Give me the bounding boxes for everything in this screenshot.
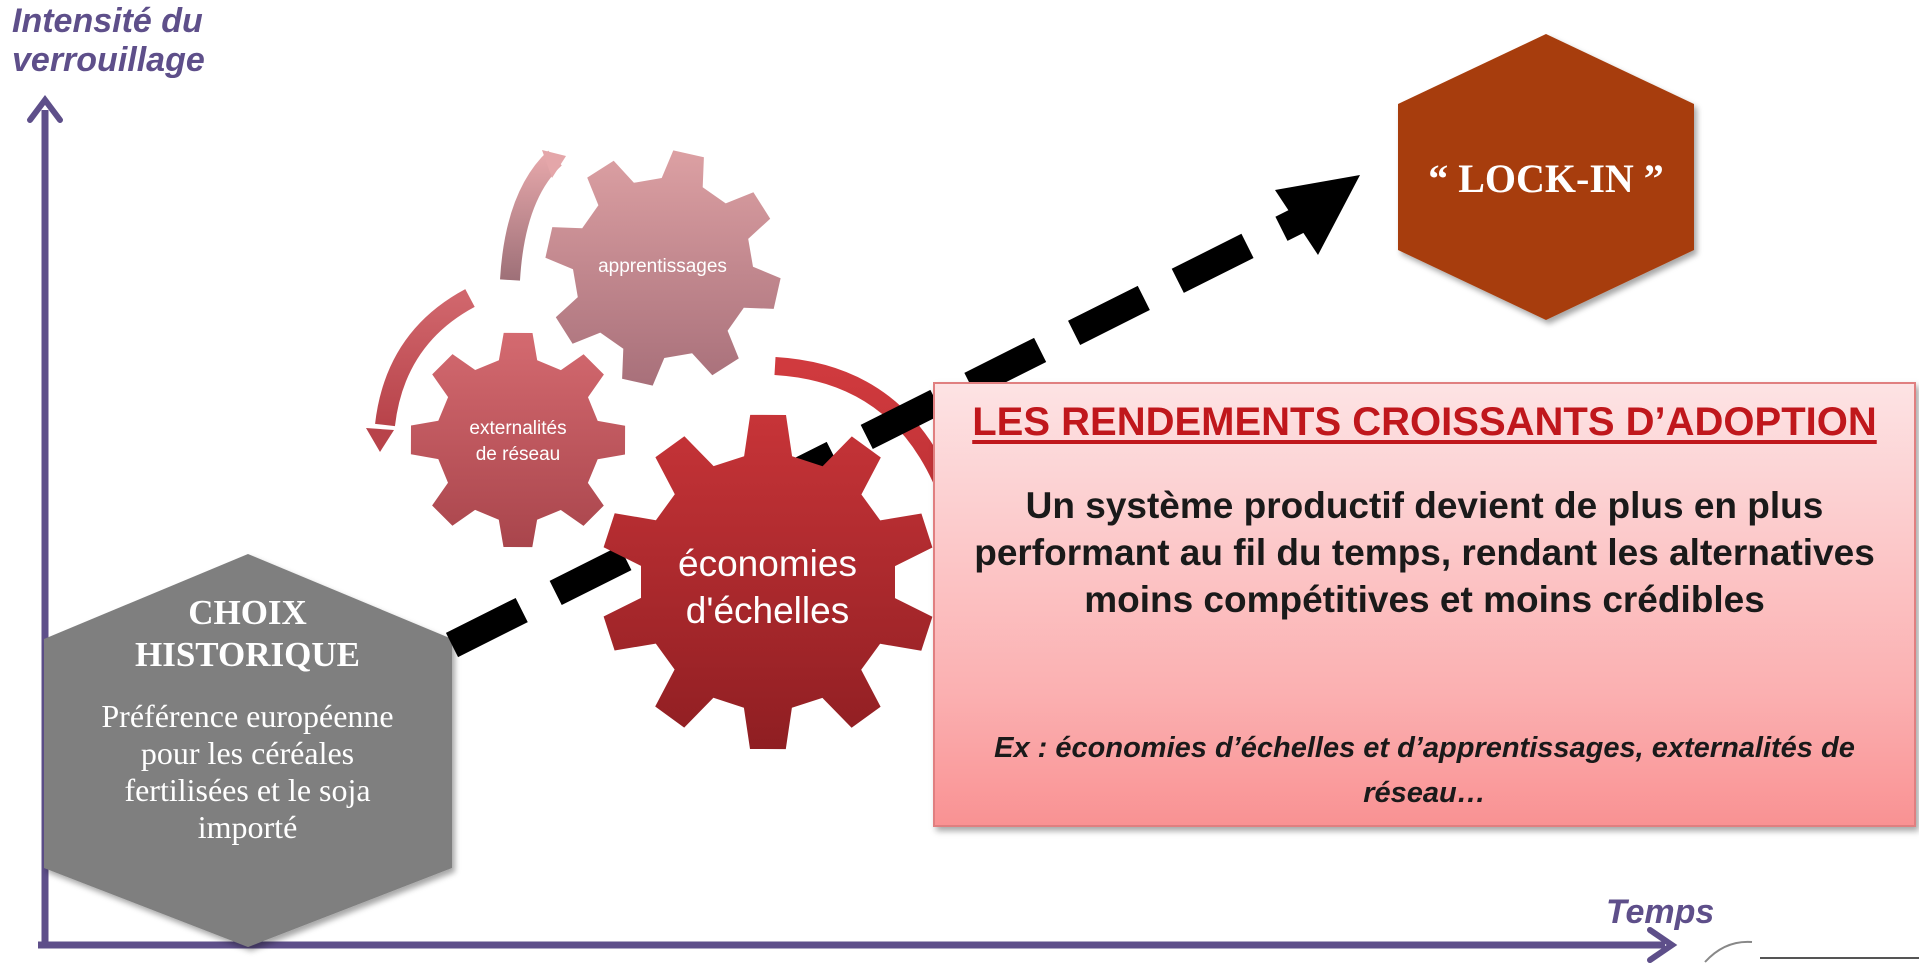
choix-historique-text: Préférence européenne pour les céréales … [101,698,394,845]
y-axis-label: Intensité du verrouillage [12,2,205,79]
choix-historique-title: CHOIX HISTORIQUE [135,593,360,674]
box-body: Un système productif devient de plus en … [974,485,1875,620]
cycle-arrow-top [500,150,566,281]
rendements-croissants-box: LES RENDEMENTS CROISSANTS D’ADOPTION Un … [933,382,1916,827]
gear-economies-shape [603,414,933,750]
apprentissages-gear [545,150,781,386]
lock-in-label: “ LOCK-IN ” [1428,156,1664,201]
logo-mark [1704,940,1919,963]
lock-in-trend-arrow [445,175,1360,658]
externalites-reseau-gear [410,332,626,548]
x-axis [38,927,1678,963]
lock-in-hexagon [1398,34,1694,320]
economies-label: économies d'échelles [678,543,857,631]
box-example: Ex : économies d’échelles et d’apprentis… [994,732,1855,809]
x-axis-label: Temps [1606,893,1715,931]
externalites-label: externalités de réseau [469,418,567,465]
gear-apprentissages-shape [545,150,781,386]
cycle-arrow-left [366,289,475,452]
box-title: LES RENDEMENTS CROISSANTS D’ADOPTION [972,400,1877,444]
choix-historique-hexagon [44,554,452,947]
apprentissages-label: apprentissages [598,256,727,277]
gear-externalites-shape [410,332,626,548]
economies-echelles-gear [603,414,933,750]
